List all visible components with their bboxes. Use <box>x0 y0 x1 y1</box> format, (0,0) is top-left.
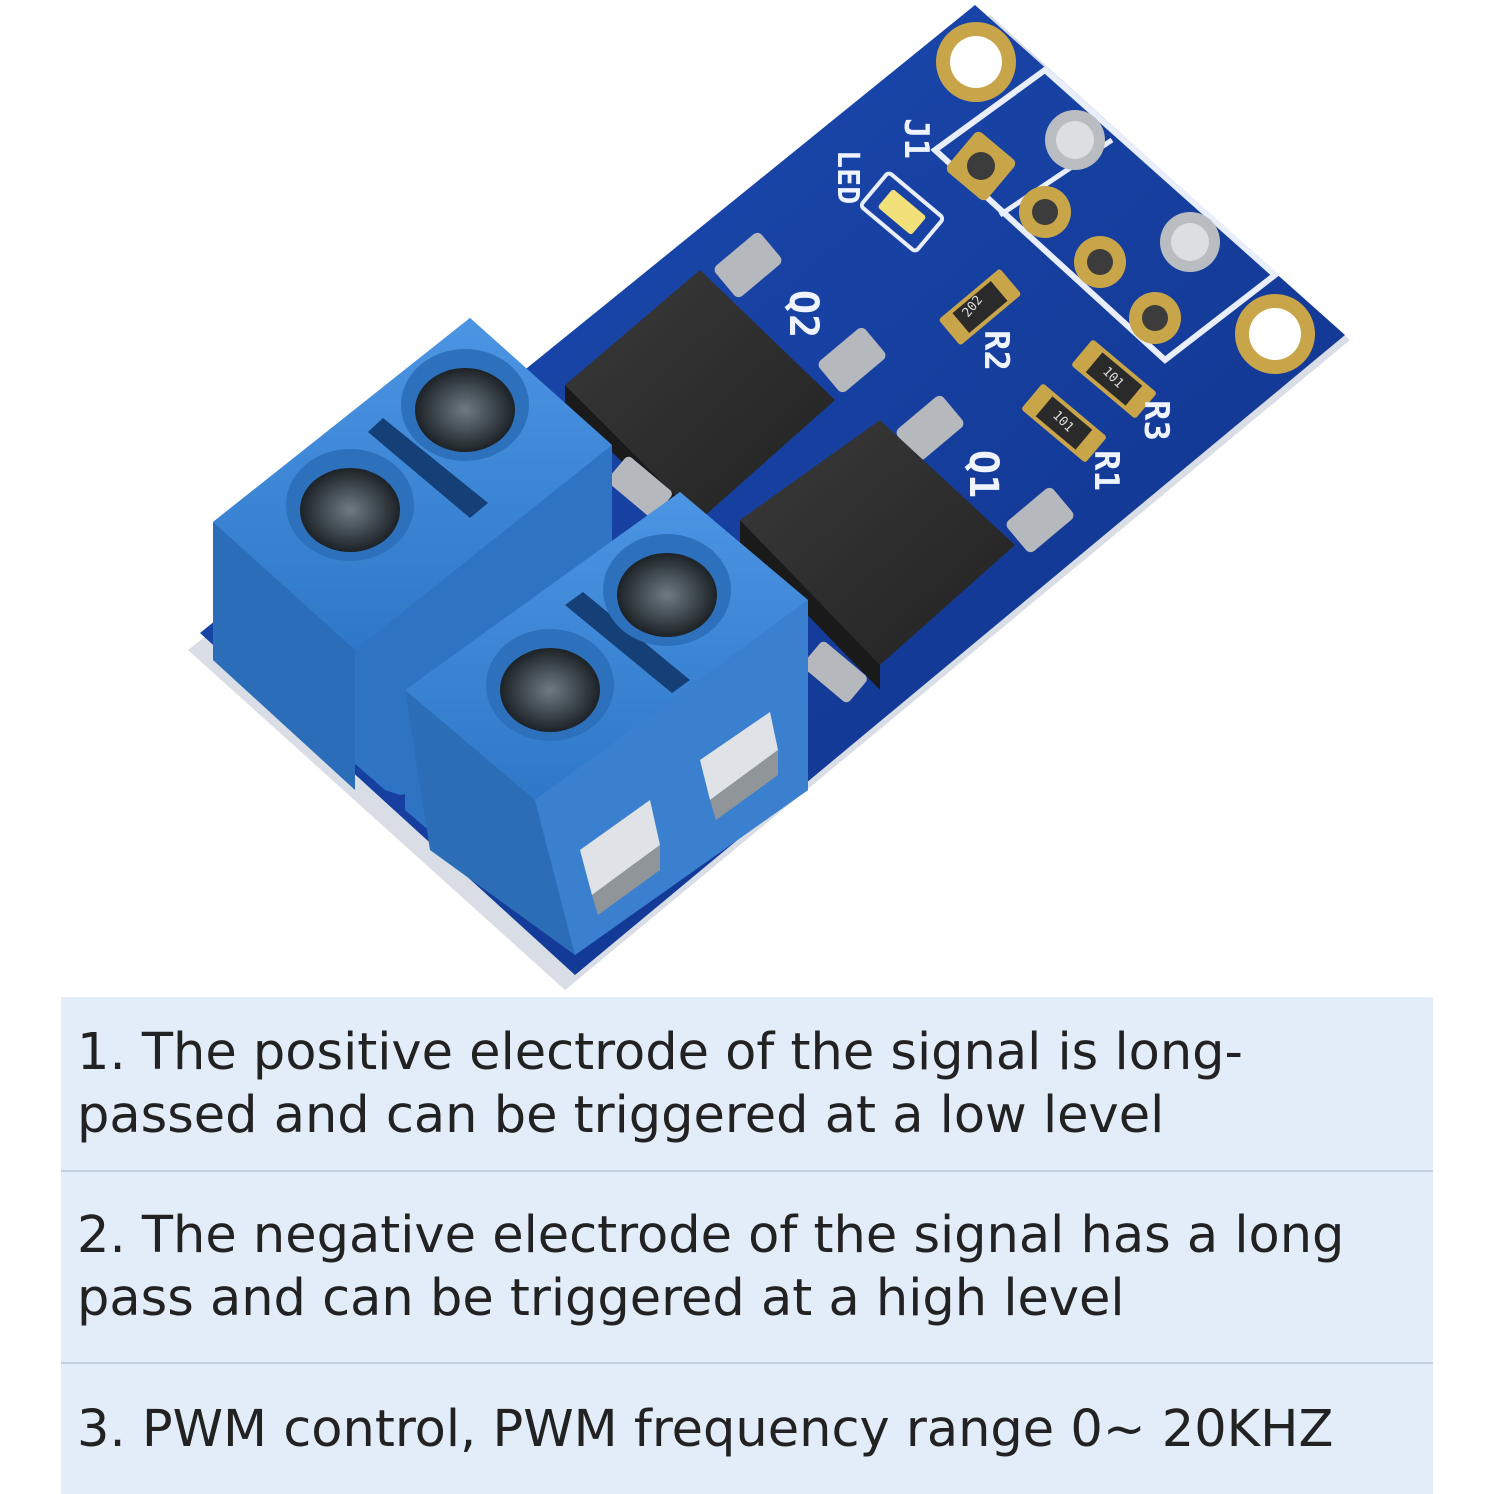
feature-item-2: 2. The negative electrode of the signal … <box>61 1172 1433 1362</box>
feature-item-3-text: 3. PWM control, PWM frequency range 0~ 2… <box>77 1399 1334 1459</box>
label-led: LED <box>830 150 865 204</box>
feature-item-2-text: 2. The negative electrode of the signal … <box>77 1206 1345 1328</box>
wire-clamp-2 <box>700 712 778 820</box>
screw-terminal-back <box>213 318 612 795</box>
screw-terminal-front-screw-2 <box>603 534 731 646</box>
mosfet-q2 <box>565 232 886 540</box>
status-led <box>859 171 945 253</box>
feature-item-1-text: 1. The positive electrode of the signal … <box>77 1022 1243 1145</box>
feature-divider <box>61 1170 1433 1172</box>
resistor-r3 <box>1072 340 1156 418</box>
feature-item-1: 1. The positive electrode of the signal … <box>61 997 1433 1170</box>
feature-item-3: 3. PWM control, PWM frequency range 0~ 2… <box>61 1364 1433 1494</box>
label-r3: R3 <box>1136 400 1176 441</box>
label-r2: R2 <box>976 330 1016 371</box>
wire-clamp-1 <box>580 800 660 915</box>
mosfet-module-photo: J1 LED Q2 Q1 R2 R3 R1 202 101 101 <box>188 5 1350 990</box>
mounting-hole-top <box>936 22 1016 102</box>
feature-divider <box>61 1362 1433 1364</box>
feature-panel: 1. The positive electrode of the signal … <box>61 997 1433 1494</box>
resistor-r2 <box>939 269 1021 345</box>
resistor-r1 <box>1022 384 1106 462</box>
label-r1: R1 <box>1086 450 1126 491</box>
mounting-hole-right <box>1235 294 1315 374</box>
screw-terminal-back-screw-2 <box>401 349 529 461</box>
screw-terminal-back-screw-1 <box>286 449 414 561</box>
label-j1: J1 <box>896 118 936 159</box>
header-pins <box>946 110 1220 344</box>
label-q2: Q2 <box>780 290 826 338</box>
screw-terminal-front-screw-1 <box>486 629 614 741</box>
screw-terminal-front <box>405 492 808 955</box>
label-q1: Q1 <box>960 450 1006 498</box>
mosfet-q1 <box>740 395 1074 703</box>
